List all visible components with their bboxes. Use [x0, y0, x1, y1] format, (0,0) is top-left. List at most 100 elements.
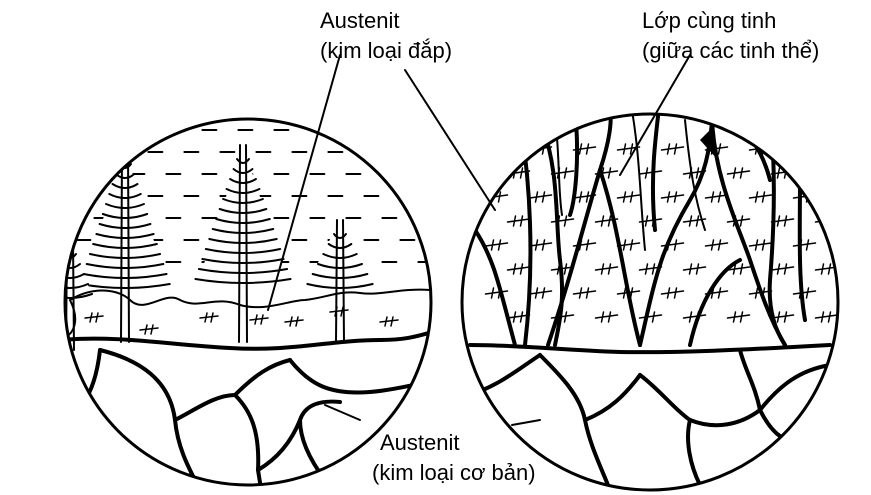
hatch — [151, 325, 153, 334]
hatch — [690, 216, 692, 226]
hatch — [675, 192, 677, 202]
hatch — [653, 264, 655, 274]
dendrite-tree — [80, 150, 170, 342]
hatch — [574, 291, 596, 294]
hatch — [521, 216, 523, 226]
hatch — [778, 264, 780, 274]
hatch — [587, 192, 589, 202]
hatch — [521, 168, 523, 178]
hatch — [618, 195, 640, 198]
hatch — [530, 291, 552, 294]
hatch — [763, 192, 765, 202]
hatch — [508, 267, 530, 270]
hatch — [261, 315, 263, 324]
hatch — [646, 168, 648, 178]
hatch — [543, 288, 545, 298]
hatch — [514, 216, 516, 226]
leader-base-left — [325, 405, 360, 420]
hatch — [536, 288, 538, 298]
hatch — [587, 144, 589, 154]
hatch — [750, 243, 772, 246]
leader-weld-right — [405, 70, 495, 210]
hatch — [697, 168, 699, 178]
hatch — [706, 243, 728, 246]
fusion-line — [60, 290, 430, 340]
hatch — [602, 216, 604, 226]
hatch — [609, 312, 611, 322]
hatch — [624, 288, 626, 298]
hatch — [492, 288, 494, 298]
hatch — [580, 288, 582, 298]
hatch — [697, 264, 699, 274]
hatch — [609, 168, 611, 178]
hatch — [521, 312, 523, 322]
hatch — [807, 240, 809, 250]
hatch — [668, 192, 670, 202]
hatch — [822, 312, 824, 322]
hatch — [785, 216, 787, 226]
hatch — [662, 147, 684, 150]
hatch — [530, 195, 552, 198]
hatch — [255, 315, 257, 324]
hatch — [85, 316, 103, 318]
tree-backing — [83, 150, 167, 282]
hatch — [492, 240, 494, 250]
hatch — [829, 168, 831, 178]
hatch — [728, 219, 750, 222]
hatch — [794, 147, 816, 150]
hatch — [778, 216, 780, 226]
hatch — [140, 328, 158, 330]
hatch — [712, 192, 714, 202]
hatch — [631, 240, 633, 250]
hatch — [772, 267, 794, 270]
hatch — [675, 240, 677, 250]
hatch — [697, 216, 699, 226]
hatch — [499, 144, 501, 154]
hatch — [552, 315, 574, 318]
hatch — [741, 264, 743, 274]
hatch — [829, 216, 831, 226]
hatch — [675, 288, 677, 298]
hatch — [794, 291, 816, 294]
hatch — [499, 240, 501, 250]
leader-base-right — [512, 420, 540, 425]
hatch — [675, 144, 677, 154]
hatch — [712, 240, 714, 250]
hatch — [662, 291, 684, 294]
hatch — [609, 216, 611, 226]
hatch — [662, 243, 684, 246]
hatch — [90, 313, 92, 322]
hatch — [816, 171, 838, 174]
dendrite-tree — [307, 220, 372, 342]
hatch — [640, 315, 662, 318]
hatch — [807, 144, 809, 154]
hatch — [580, 192, 582, 202]
label-weld-line1: Austenit — [320, 8, 400, 33]
hatch — [587, 240, 589, 250]
hatch — [543, 192, 545, 202]
hatch — [646, 216, 648, 226]
hatch — [807, 288, 809, 298]
hatch — [380, 320, 398, 322]
hatch — [296, 317, 298, 326]
hatch — [756, 192, 758, 202]
hatch — [763, 240, 765, 250]
hatch — [653, 312, 655, 322]
tree-branch — [48, 294, 92, 298]
hatch — [486, 291, 508, 294]
hatch — [514, 312, 516, 322]
hatch — [285, 320, 303, 322]
hatch — [750, 195, 772, 198]
hatch — [543, 240, 545, 250]
hatch — [734, 168, 736, 178]
hatch — [778, 168, 780, 178]
label-base-line2: (kim loại cơ bản) — [372, 460, 536, 485]
hatch — [624, 192, 626, 202]
tree-backing — [308, 220, 372, 282]
hatch — [96, 313, 98, 322]
hatch — [536, 192, 538, 202]
hatch — [391, 317, 393, 326]
hatch — [829, 312, 831, 322]
hatch — [565, 216, 567, 226]
